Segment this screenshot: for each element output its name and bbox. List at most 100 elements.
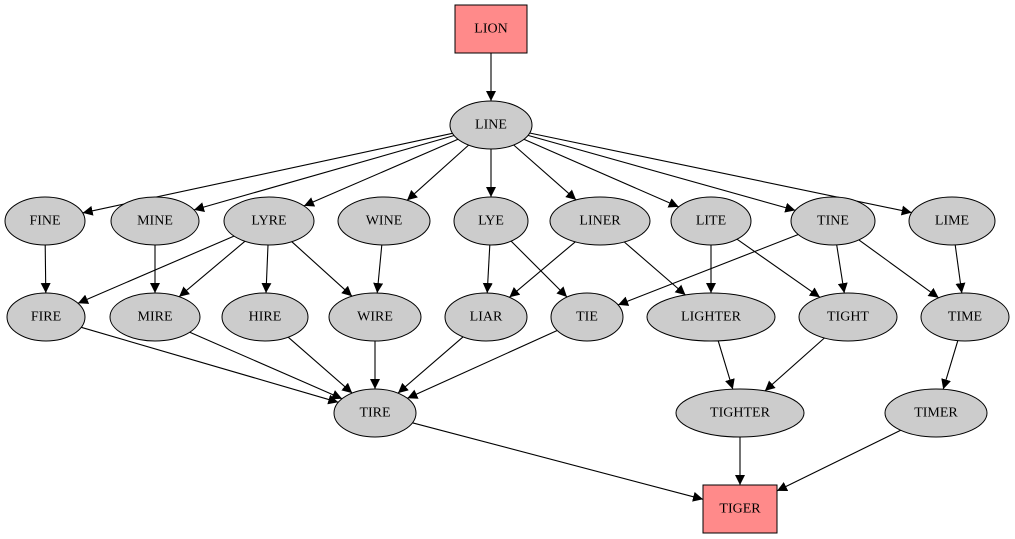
node-label-liar: LIAR bbox=[470, 310, 503, 325]
node-hire: HIRE bbox=[221, 292, 309, 342]
node-fire: FIRE bbox=[6, 292, 86, 342]
node-ellipse-lite bbox=[670, 196, 752, 246]
edge-time-to-timer bbox=[941, 340, 959, 390]
edge-hire-to-tire bbox=[287, 336, 353, 394]
node-label-tire: TIRE bbox=[359, 406, 390, 421]
edge-tine-to-tie bbox=[617, 233, 799, 306]
edge-lye-to-tie bbox=[510, 240, 568, 298]
node-label-lime: LIME bbox=[935, 214, 969, 229]
node-ellipse-fine bbox=[4, 196, 86, 246]
node-ellipse-tine bbox=[790, 196, 876, 246]
node-lye: LYE bbox=[453, 196, 529, 246]
node-label-mine: MINE bbox=[137, 214, 173, 229]
edge-line-to-liner bbox=[513, 144, 577, 201]
node-timer: TIMER bbox=[884, 388, 988, 438]
node-line: LINE bbox=[449, 100, 533, 150]
node-tiger: TIGER bbox=[702, 484, 778, 534]
node-label-tie: TIE bbox=[576, 310, 598, 325]
node-wine: WINE bbox=[337, 196, 431, 246]
node-tight: TIGHT bbox=[798, 292, 898, 342]
node-ellipse-lye bbox=[453, 196, 529, 246]
edge-tine-to-tight bbox=[836, 244, 848, 294]
node-wire: WIRE bbox=[328, 292, 422, 342]
node-label-time: TIME bbox=[948, 310, 982, 325]
node-box-lion bbox=[454, 4, 528, 54]
node-box-tiger bbox=[702, 484, 778, 534]
edge-line-to-mine bbox=[193, 134, 455, 212]
node-label-timer: TIMER bbox=[914, 406, 958, 421]
edge-timer-to-tiger bbox=[776, 429, 901, 492]
node-ellipse-timer bbox=[884, 388, 988, 438]
node-ellipse-lighter bbox=[646, 292, 776, 342]
node-label-lighter: LIGHTER bbox=[681, 310, 742, 325]
node-label-wine: WINE bbox=[366, 214, 403, 229]
edge-wine-to-wire bbox=[373, 244, 384, 294]
edge-mire-to-tire bbox=[189, 331, 343, 400]
node-fine: FINE bbox=[4, 196, 86, 246]
edge-tight-to-tighter bbox=[764, 337, 825, 392]
edge-lyre-to-hire bbox=[261, 244, 272, 294]
node-label-wire: WIRE bbox=[357, 310, 393, 325]
node-label-fire: FIRE bbox=[31, 310, 61, 325]
nodes-layer: LION LINE FINE MINE LYRE WINE LYE LINER LITE TINE… bbox=[4, 4, 1010, 534]
node-label-hire: HIRE bbox=[249, 310, 282, 325]
edge-lime-to-time bbox=[954, 244, 966, 294]
edge-lye-to-liar bbox=[482, 244, 493, 294]
node-ellipse-lyre bbox=[223, 196, 315, 246]
node-label-fine: FINE bbox=[29, 214, 60, 229]
edge-lyre-to-wire bbox=[291, 241, 353, 297]
edge-line-to-tine bbox=[527, 134, 796, 213]
node-lite: LITE bbox=[670, 196, 752, 246]
edge-liar-to-tire bbox=[397, 336, 464, 394]
node-label-liner: LINER bbox=[579, 214, 621, 229]
node-lyre: LYRE bbox=[223, 196, 315, 246]
node-label-lite: LITE bbox=[696, 214, 726, 229]
edge-liner-to-liar bbox=[509, 241, 576, 298]
node-ellipse-liar bbox=[444, 292, 528, 342]
node-lime: LIME bbox=[908, 196, 996, 246]
edges-layer bbox=[40, 53, 966, 502]
node-ellipse-tire bbox=[333, 388, 417, 438]
node-ellipse-lime bbox=[908, 196, 996, 246]
node-mine: MINE bbox=[110, 196, 200, 246]
edge-line-to-lyre bbox=[303, 138, 459, 207]
node-ellipse-wine bbox=[337, 196, 431, 246]
node-ellipse-time bbox=[920, 292, 1010, 342]
node-label-mire: MIRE bbox=[138, 310, 173, 325]
node-label-tine: TINE bbox=[817, 214, 849, 229]
node-ellipse-line bbox=[449, 100, 533, 150]
edge-lyre-to-mire bbox=[178, 240, 246, 298]
node-liar: LIAR bbox=[444, 292, 528, 342]
node-label-tighter: TIGHTER bbox=[710, 406, 771, 421]
edge-lyre-to-fire bbox=[77, 235, 235, 304]
node-label-lye: LYE bbox=[478, 214, 504, 229]
node-label-tight: TIGHT bbox=[827, 310, 869, 325]
node-ellipse-wire bbox=[328, 292, 422, 342]
node-tie: TIE bbox=[550, 292, 624, 342]
node-label-tiger: TIGER bbox=[719, 502, 761, 517]
edge-line-to-wine bbox=[406, 144, 469, 201]
node-ellipse-hire bbox=[221, 292, 309, 342]
node-ellipse-tighter bbox=[675, 388, 805, 438]
edge-tine-to-time bbox=[858, 239, 939, 299]
node-lion: LION bbox=[454, 4, 528, 54]
edge-tie-to-tire bbox=[407, 329, 558, 399]
node-ellipse-liner bbox=[549, 196, 651, 246]
node-tine: TINE bbox=[790, 196, 876, 246]
node-ellipse-fire bbox=[6, 292, 86, 342]
node-label-lion: LION bbox=[474, 22, 507, 37]
node-tire: TIRE bbox=[333, 388, 417, 438]
node-tighter: TIGHTER bbox=[675, 388, 805, 438]
node-mire: MIRE bbox=[109, 292, 201, 342]
edge-fine-to-fire bbox=[40, 244, 51, 294]
edge-tire-to-tiger bbox=[412, 422, 704, 502]
node-label-lyre: LYRE bbox=[251, 214, 286, 229]
node-ellipse-tight bbox=[798, 292, 898, 342]
node-ellipse-tie bbox=[550, 292, 624, 342]
node-lighter: LIGHTER bbox=[646, 292, 776, 342]
node-liner: LINER bbox=[549, 196, 651, 246]
edge-lite-to-tight bbox=[736, 238, 821, 298]
node-label-line: LINE bbox=[475, 118, 507, 133]
node-ellipse-mire bbox=[109, 292, 201, 342]
